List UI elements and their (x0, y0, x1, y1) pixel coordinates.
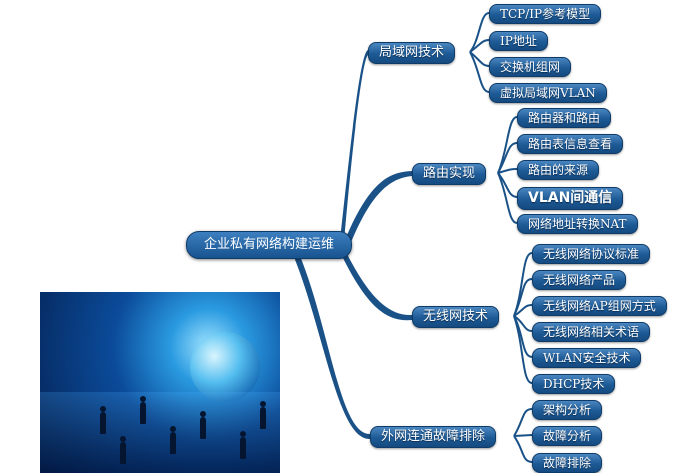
topic-fault-analysis[interactable]: 故障分析 (532, 426, 603, 446)
topic-dhcp[interactable]: DHCP技术 (532, 374, 616, 394)
topic-nat[interactable]: 网络地址转换NAT (517, 214, 638, 234)
topic-router[interactable]: 路由器和路由 (517, 108, 612, 128)
person-silhouette (240, 431, 246, 459)
branch-lan[interactable]: 局域网技术 (368, 42, 456, 64)
person-silhouette (200, 411, 206, 439)
globe-graphic (190, 332, 260, 402)
topic-wireless-terms[interactable]: 无线网络相关术语 (532, 322, 651, 342)
topic-wlan-security[interactable]: WLAN安全技术 (532, 348, 642, 368)
person-silhouette (100, 406, 106, 434)
topic-inter-vlan[interactable]: VLAN间通信 (517, 187, 624, 210)
topic-wireless-products[interactable]: 无线网络产品 (532, 270, 627, 290)
topic-vlan[interactable]: 虚拟局域网VLAN (489, 83, 607, 103)
topic-wireless-standards[interactable]: 无线网络协议标准 (532, 244, 651, 264)
topic-switching[interactable]: 交换机组网 (489, 57, 572, 77)
person-silhouette (170, 426, 176, 454)
topic-ip-address[interactable]: IP地址 (489, 31, 548, 51)
topic-tcpip[interactable]: TCP/IP参考模型 (489, 4, 602, 24)
network-illustration-image (40, 292, 280, 473)
branch-wireless[interactable]: 无线网技术 (412, 306, 500, 328)
topic-architecture-analysis[interactable]: 架构分析 (532, 400, 603, 420)
branch-troubleshooting[interactable]: 外网连通故障排除 (370, 426, 497, 448)
branch-routing[interactable]: 路由实现 (412, 163, 487, 185)
topic-route-table[interactable]: 路由表信息查看 (517, 134, 624, 154)
topic-route-source[interactable]: 路由的来源 (517, 160, 600, 180)
topic-fault-removal[interactable]: 故障排除 (532, 453, 603, 473)
topic-ap-networking[interactable]: 无线网络AP组网方式 (532, 296, 667, 316)
person-silhouette (260, 401, 266, 429)
person-silhouette (120, 436, 126, 464)
person-silhouette (140, 396, 146, 424)
central-topic[interactable]: 企业私有网络构建运维 (186, 231, 352, 259)
